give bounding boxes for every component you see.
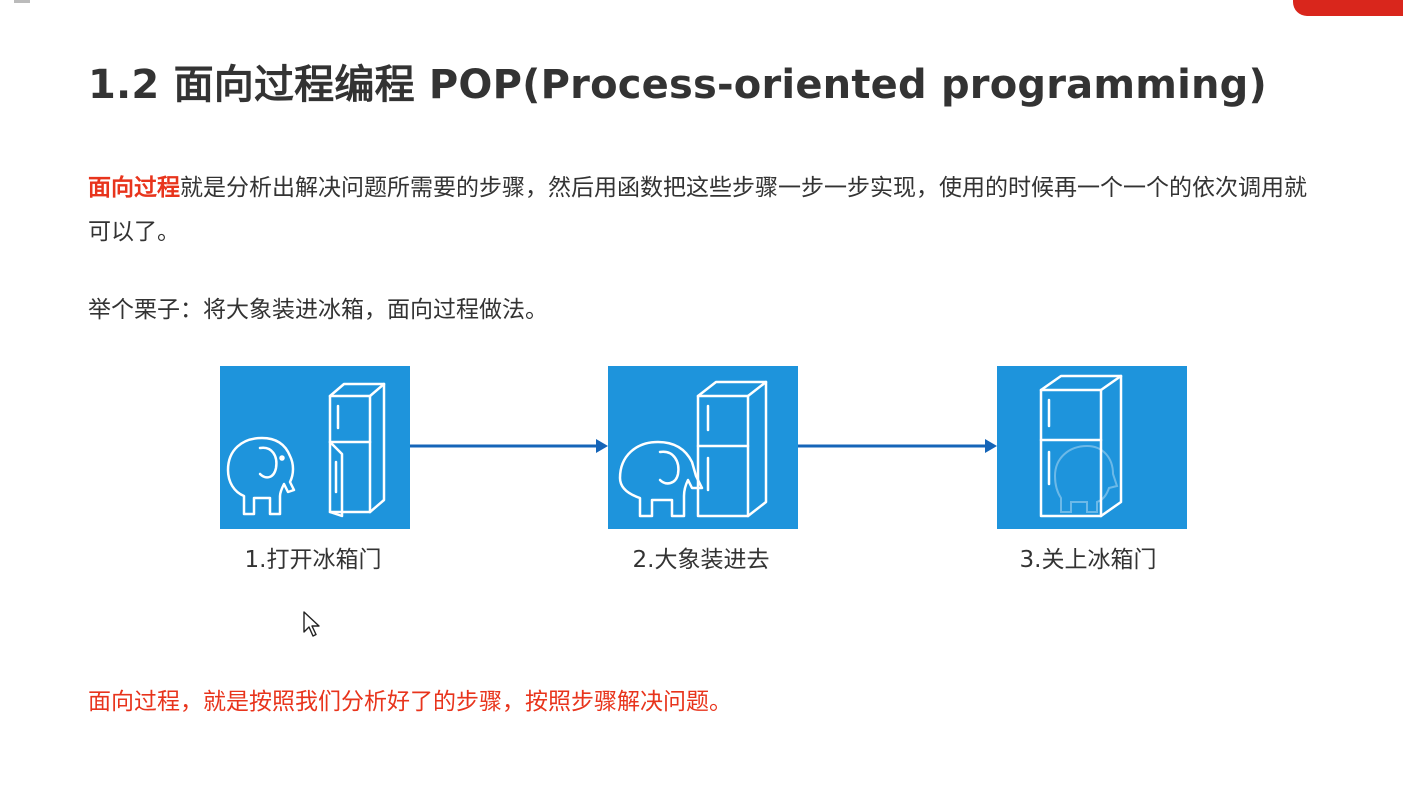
intro-highlight: 面向过程 bbox=[88, 175, 180, 201]
elephant-open-fridge-icon bbox=[226, 382, 386, 518]
arrow-1-to-2 bbox=[410, 439, 608, 453]
closed-fridge-icon bbox=[1039, 374, 1123, 518]
arrow-2-to-3 bbox=[798, 439, 997, 453]
step-3-label: 3.关上冰箱门 bbox=[1019, 547, 1157, 573]
intro-paragraph: 面向过程就是分析出解决问题所需要的步骤，然后用函数把这些步骤一步一步实现，使用的… bbox=[88, 166, 1328, 254]
summary-text: 面向过程，就是按照我们分析好了的步骤，按照步骤解决问题。 bbox=[88, 689, 732, 715]
step-2-label: 2.大象装进去 bbox=[632, 547, 770, 573]
slide-title: 1.2 面向过程编程 POP(Process-oriented programm… bbox=[88, 62, 1267, 108]
step-1-label: 1.打开冰箱门 bbox=[244, 547, 382, 573]
mouse-cursor-icon bbox=[303, 611, 320, 637]
step-1-image bbox=[220, 366, 410, 529]
step-2-image bbox=[608, 366, 798, 529]
elephant-entering-fridge-icon bbox=[618, 380, 768, 518]
corner-tab bbox=[1293, 0, 1403, 16]
step-3-image bbox=[997, 366, 1187, 529]
intro-text: 就是分析出解决问题所需要的步骤，然后用函数把这些步骤一步一步实现，使用的时候再一… bbox=[88, 175, 1307, 245]
corner-mark bbox=[14, 0, 30, 3]
example-text: 举个栗子：将大象装进冰箱，面向过程做法。 bbox=[88, 297, 548, 323]
